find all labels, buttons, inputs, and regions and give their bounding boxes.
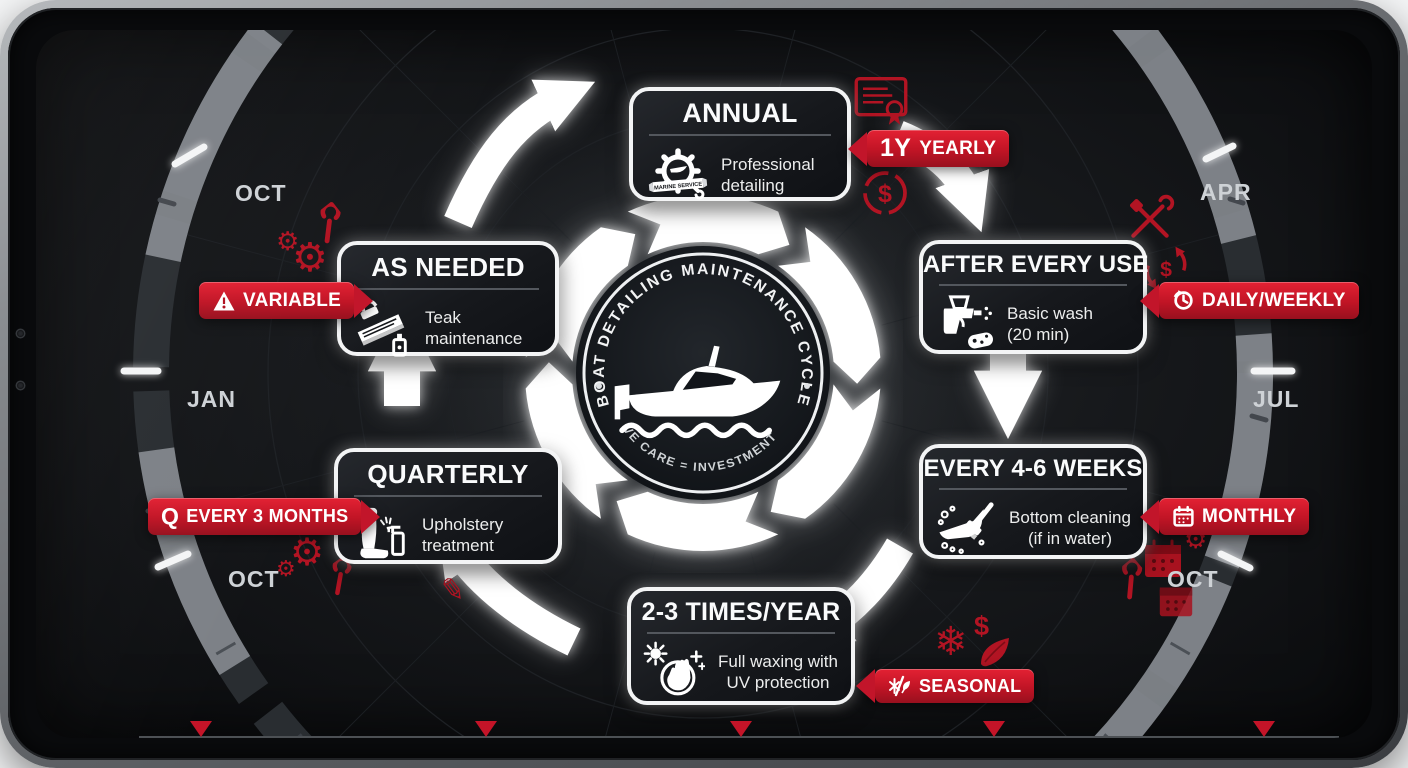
month-label-right: JUL — [1253, 386, 1300, 412]
node-title: ANNUAL — [682, 98, 798, 128]
divider — [939, 488, 1127, 490]
gear-icon: ⚙ — [290, 532, 325, 574]
badge-label: VARIABLE — [243, 289, 342, 311]
badge-label: YEARLY — [919, 137, 997, 159]
badge-label: DAILY/WEEKLY — [1202, 289, 1346, 311]
badge-yearly: 1Y YEARLY — [848, 130, 1010, 167]
node-title: AS NEEDED — [371, 252, 525, 282]
svg-text:$: $ — [878, 180, 892, 208]
warning-icon — [213, 291, 235, 310]
badge-seasonal: SEASONAL — [856, 669, 1035, 703]
emblem-banner-text: MARINE SERVICE — [654, 181, 703, 191]
badge-pointer — [1140, 283, 1159, 318]
node-every-4-6-weeks: EVERY 4-6 WEEKS Bottom cleaning — [919, 444, 1147, 559]
scale-marker — [190, 721, 212, 737]
badge-prefix: 1Y — [880, 134, 912, 162]
divider — [357, 288, 539, 290]
badge-pointer — [361, 499, 381, 534]
badge-label: EVERY 3 MONTHS — [186, 506, 349, 526]
calendar-icon — [1159, 587, 1193, 617]
badge-daily-weekly: DAILY/WEEKLY — [1140, 282, 1359, 319]
cycle-hub: BOAT DETAILING MAINTENANCE CYCLE PREVENT… — [525, 195, 881, 551]
seasons-icon — [889, 675, 910, 697]
svg-text:$: $ — [1160, 257, 1172, 281]
clock-icon — [1173, 290, 1193, 310]
calendar-icon — [1145, 539, 1181, 577]
badge-pointer — [1140, 499, 1159, 534]
separator-dot — [804, 383, 810, 389]
scale-marker — [730, 721, 752, 737]
node-description: Professional detailing — [721, 154, 815, 195]
node-title: EVERY 4-6 WEEKS — [923, 455, 1143, 482]
divider — [354, 495, 542, 497]
marine-service-emblem-icon: MARINE SERVICE — [648, 148, 708, 200]
badge-label: SEASONAL — [919, 675, 1022, 696]
hull-cleaning-icon — [937, 502, 994, 554]
gear-icon: ⚙ — [292, 236, 328, 280]
pencil-icon: ✎ — [437, 572, 468, 609]
rotation-arrow-ring — [525, 195, 881, 551]
month-label-bottom-left: OCT — [228, 566, 280, 592]
node-description: Basic wash (20 min) — [1007, 303, 1093, 344]
gear-icon: ⚙ — [276, 226, 300, 256]
badge-monthly: MONTHLY — [1140, 498, 1310, 535]
node-description: Bottom cleaning (if in water) — [1009, 507, 1131, 548]
node-2-3-times-year: 2-3 TIMES/YEAR — [627, 587, 855, 705]
scale-marker — [1253, 721, 1275, 737]
node-description: Full waxing with UV protection — [718, 651, 838, 692]
divider — [939, 284, 1127, 286]
node-title: 2-3 TIMES/YEAR — [641, 598, 841, 626]
calendar-icon — [1173, 505, 1194, 527]
badge-variable: VARIABLE — [199, 282, 374, 319]
divider — [647, 632, 835, 634]
node-description: Upholstery treatment — [422, 514, 504, 555]
dollar-icon: $ — [974, 611, 990, 641]
dollar-circle-icon: $ — [863, 171, 907, 215]
badge-pointer — [354, 283, 374, 318]
badge-pointer — [856, 669, 875, 703]
crossed-tools-icon — [1129, 194, 1175, 238]
boat-icon — [614, 345, 781, 439]
spray-gun-sponge-icon — [943, 295, 993, 349]
month-label-top-right: APR — [1200, 179, 1252, 205]
arrow-asneeded-to-annual — [444, 79, 596, 229]
waves-icon — [619, 422, 773, 439]
badge-every-3-months: Q EVERY 3 MONTHS — [148, 498, 381, 535]
month-ticks — [120, 142, 1296, 572]
separator-dot — [596, 383, 602, 389]
node-after-every-use: AFTER EVERY USE — [919, 240, 1149, 354]
q-icon: Q — [161, 503, 180, 529]
wrench-icon — [320, 202, 341, 244]
month-label-top-left: OCT — [235, 180, 287, 206]
tablet-screen: BOAT DETAILING MAINTENANCE CYCLE PREVENT… — [36, 30, 1372, 738]
side-sensor-dot — [17, 382, 24, 389]
badge-pointer — [848, 131, 867, 166]
node-description: Teak maintenance — [425, 307, 523, 348]
divider — [649, 134, 831, 136]
hub-border-ring — [582, 252, 824, 494]
month-label-bottom-right: OCT — [1167, 566, 1219, 592]
snowflake-icon: ❄ — [934, 620, 968, 664]
scale-marker — [475, 721, 497, 737]
certificate-icon — [854, 76, 908, 125]
node-title: QUARTERLY — [367, 459, 529, 489]
badge-label: MONTHLY — [1202, 505, 1297, 527]
month-label-left: JAN — [187, 386, 237, 412]
node-annual: ANNUAL — [629, 87, 851, 201]
waxing-hand-icon — [643, 641, 705, 696]
gear-icon: ⚙ — [276, 556, 296, 581]
side-camera-dot — [17, 330, 24, 337]
node-title: AFTER EVERY USE — [923, 251, 1149, 278]
node-as-needed: AS NEEDED — [337, 241, 559, 357]
scale-marker — [983, 721, 1005, 737]
wrench-icon — [1122, 558, 1143, 600]
leaf-icon — [981, 638, 1009, 667]
value-scale-line — [139, 736, 1339, 738]
